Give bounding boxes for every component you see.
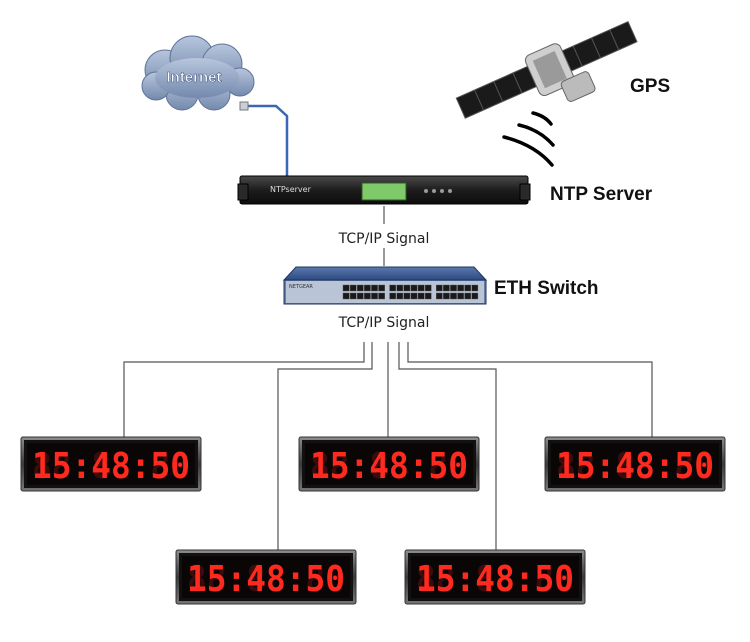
switch-port	[379, 293, 385, 299]
switch-port	[397, 285, 403, 291]
switch-port	[364, 293, 370, 299]
switch-port	[411, 293, 417, 299]
ntp-server-front-text: NTPserver	[270, 185, 312, 194]
clock-time: 15:48:50	[310, 446, 468, 487]
switch-port	[465, 285, 471, 291]
wire-to-clock-1	[124, 342, 364, 437]
switch-port	[418, 285, 424, 291]
switch-port	[418, 293, 424, 299]
switch-port	[379, 285, 385, 291]
switch-port	[465, 293, 471, 299]
switch-port	[458, 293, 464, 299]
switch-port	[357, 285, 363, 291]
switch-port	[357, 293, 363, 299]
eth-switch-brand: NETGEAR	[289, 284, 313, 290]
clock-time: 15:48:50	[32, 446, 190, 487]
switch-port	[450, 285, 456, 291]
switch-port	[458, 285, 464, 291]
ntp-lcd-display	[362, 183, 406, 200]
clock-time: 15:48:50	[416, 559, 574, 600]
switch-port	[436, 293, 442, 299]
eth-switch-device: NETGEAR	[284, 267, 486, 304]
switch-port	[390, 293, 396, 299]
ntp-server-label: NTP Server	[550, 184, 653, 205]
internet-cable	[240, 102, 287, 176]
gps-label: GPS	[630, 76, 670, 97]
switch-port	[443, 293, 449, 299]
internet-label: Internet	[166, 69, 221, 86]
switch-port	[371, 285, 377, 291]
switch-port	[425, 293, 431, 299]
switch-port	[397, 293, 403, 299]
switch-port	[472, 285, 478, 291]
switch-port	[450, 293, 456, 299]
switch-port	[343, 293, 349, 299]
switch-port	[411, 285, 417, 291]
ntp-server-device: NTPserver	[238, 176, 530, 204]
switch-port	[425, 285, 431, 291]
wire-to-clock-3	[408, 342, 652, 437]
clock-time: 15:48:50	[556, 446, 714, 487]
switch-port	[472, 293, 478, 299]
switch-port	[390, 285, 396, 291]
switch-port	[404, 293, 410, 299]
switch-port	[371, 293, 377, 299]
switch-port	[364, 285, 370, 291]
lower-signal-label: TCP/IP Signal	[338, 315, 430, 331]
gps-signal-icon	[504, 113, 553, 165]
switch-port	[404, 285, 410, 291]
switch-port	[350, 285, 356, 291]
clock-time: 15:48:50	[187, 559, 345, 600]
switch-port	[343, 285, 349, 291]
eth-switch-label: ETH Switch	[494, 278, 599, 299]
switch-port	[436, 285, 442, 291]
switch-port	[443, 285, 449, 291]
internet-cloud-icon: Internet	[142, 36, 254, 110]
switch-port	[350, 293, 356, 299]
upper-signal-label: TCP/IP Signal	[338, 231, 430, 247]
